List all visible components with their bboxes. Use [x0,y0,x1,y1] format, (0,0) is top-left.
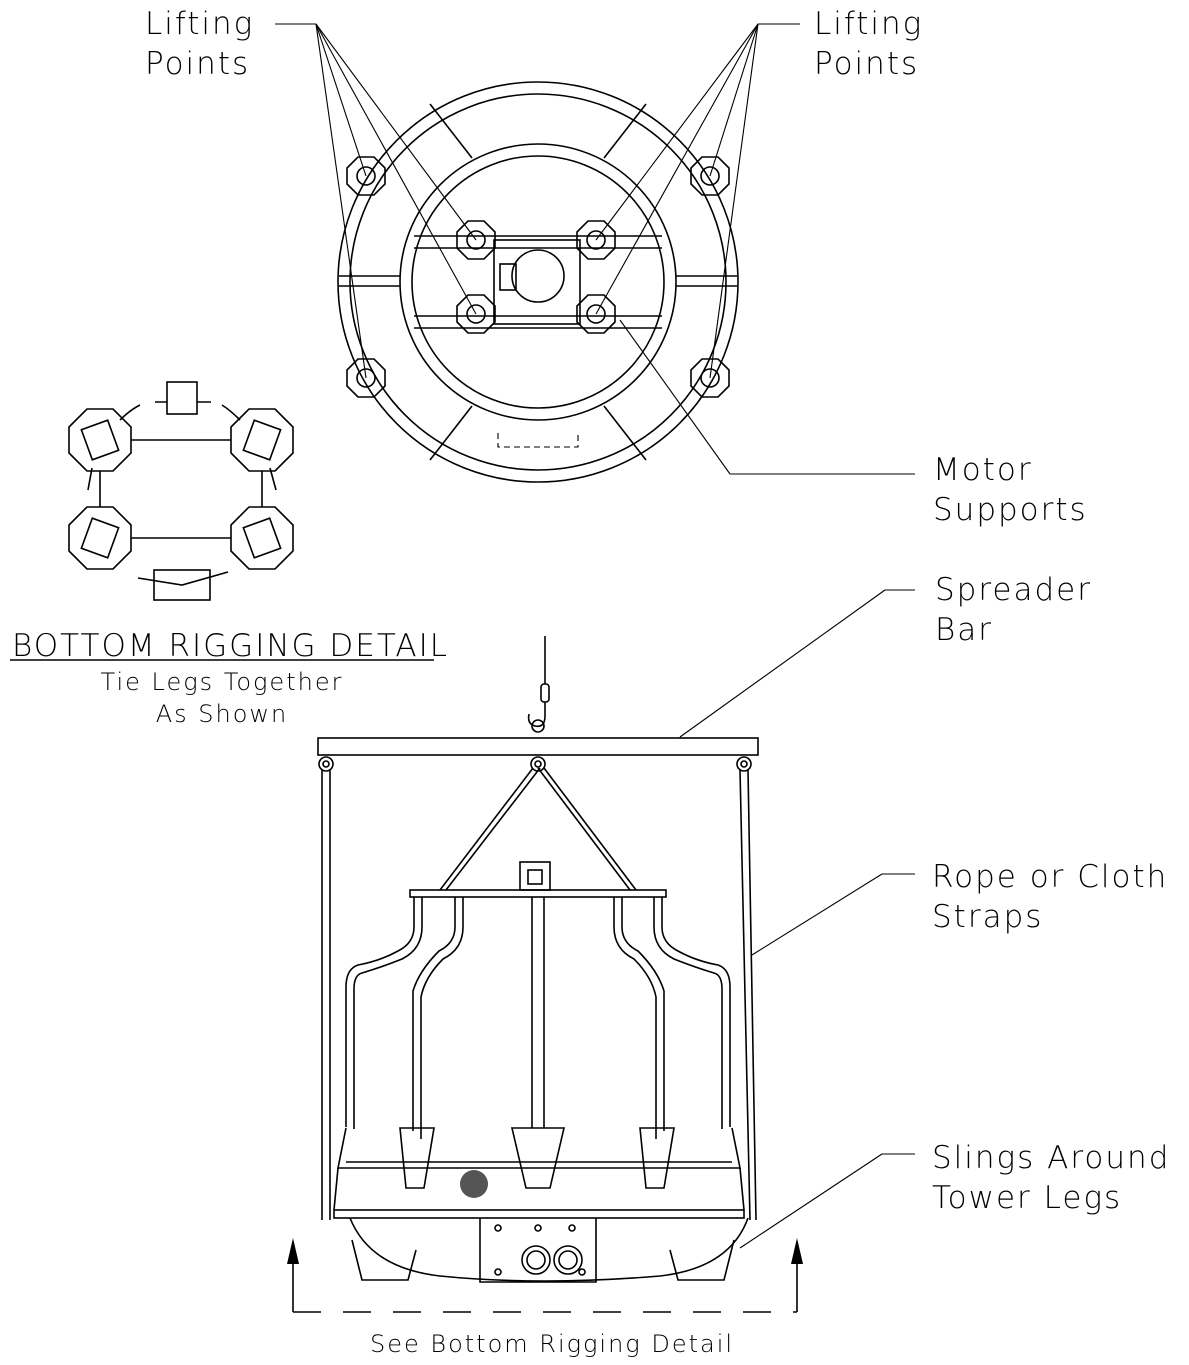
ring-spokes [339,103,737,461]
lifting-points-right-line1: Lifting [814,6,923,42]
slings-line2: Tower Legs [932,1180,1122,1216]
strap-lines [321,767,757,1221]
lifting-points-left-line1: Lifting [145,6,254,42]
mesh-icon [460,1170,488,1198]
motor-supports-line1: Motor [933,452,1033,488]
see-detail-label: See Bottom Rigging Detail [370,1330,734,1358]
crane-hook-icon [527,636,550,733]
bottom-rigging-detail-figure [10,381,434,661]
inner-ring-outer [399,143,677,421]
slings-line1: Slings Around [932,1140,1170,1176]
side-view [287,636,803,1313]
shackle-icons [318,756,752,772]
lifting-lug-icons [346,156,730,398]
lifting-points-left-line2: Points [145,46,250,82]
hidden-box [497,433,579,448]
motor-box [499,263,517,291]
spreader-bar-shape [317,737,759,756]
outer-ring-outer [337,81,739,483]
tower-frame [333,861,749,1282]
labels: Lifting Points Lifting Points Motor Supp… [12,6,1170,1358]
rope-straps-line2: Straps [932,899,1043,935]
tower-leg-icons [68,408,294,570]
lifting-points-right-line2: Points [814,46,919,82]
see-detail-bracket [287,1238,803,1313]
outer-ring-inner [349,93,727,471]
motor-support-bars [414,235,662,329]
bottom-detail-title: BOTTOM RIGGING DETAIL [12,628,449,664]
motor-icon [511,249,565,303]
spreader-bar-line1: Spreader [935,572,1092,608]
inner-ring-inner [411,155,665,409]
detail-tie-lines [87,381,277,601]
bottom-detail-sub1: Tie Legs Together [101,668,344,696]
spreader-bar-line2: Bar [935,612,993,648]
motor-supports-line2: Supports [933,492,1088,528]
top-view [275,23,915,1249]
rope-straps-line1: Rope or Cloth [932,859,1168,895]
bottom-detail-sub2: As Shown [156,700,289,728]
control-panel-icon [479,1218,597,1283]
leader-lines [275,23,915,1249]
